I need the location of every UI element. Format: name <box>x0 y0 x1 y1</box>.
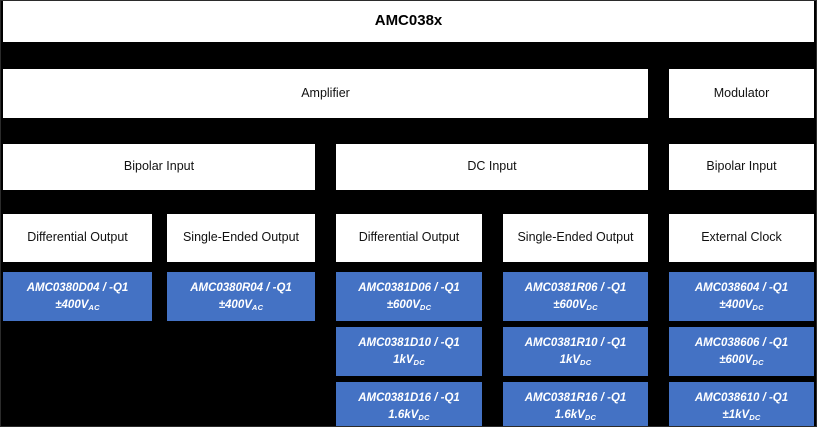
part-number: AMC0381R06 / -Q1 <box>524 282 627 295</box>
block-single-ended-output-1[interactable]: Single-Ended Output <box>167 214 315 262</box>
part-rating-subscript: DC <box>752 302 764 312</box>
part-rating-subscript: DC <box>419 302 432 312</box>
block-amplifier[interactable]: Amplifier <box>3 69 648 118</box>
part-rating-subscript: DC <box>418 412 430 422</box>
part-number: AMC0381R10 / -Q1 <box>524 337 627 350</box>
part-rating: ±400VDC <box>719 298 764 312</box>
part-card[interactable]: AMC0381R10 / -Q1 1kVDC <box>503 327 648 376</box>
part-rating-subscript: AC <box>251 302 264 312</box>
part-rating: ±1kVDC <box>722 408 761 422</box>
block-differential-output-2[interactable]: Differential Output <box>336 214 482 262</box>
part-number: AMC0381D06 / -Q1 <box>358 282 460 295</box>
block-bipolar-input-left-label: Bipolar Input <box>123 159 195 174</box>
part-rating: 1.6kVDC <box>554 408 597 422</box>
block-modulator[interactable]: Modulator <box>669 69 814 118</box>
block-differential-output-2-label: Differential Output <box>358 230 460 245</box>
diagram-title-text: AMC038x <box>374 12 443 30</box>
part-rating-subscript: DC <box>749 412 761 422</box>
part-number: AMC038610 / -Q1 <box>694 392 789 405</box>
block-differential-output-1-label: Differential Output <box>27 230 128 245</box>
part-rating-subscript: DC <box>580 357 592 367</box>
part-rating-subscript: DC <box>752 357 764 367</box>
part-number: AMC0380R04 / -Q1 <box>190 282 292 295</box>
diagram-title: AMC038x <box>3 1 814 42</box>
block-bipolar-input-right[interactable]: Bipolar Input <box>669 144 814 190</box>
block-amplifier-label: Amplifier <box>301 85 350 100</box>
block-single-ended-output-2[interactable]: Single-Ended Output <box>503 214 648 262</box>
part-card[interactable]: AMC0381D06 / -Q1 ±600VDC <box>336 272 482 321</box>
part-rating: ±600VDC <box>553 298 598 312</box>
block-dc-input[interactable]: DC Input <box>336 144 648 190</box>
part-card[interactable]: AMC038604 / -Q1 ±400VDC <box>669 272 814 321</box>
part-number: AMC038604 / -Q1 <box>694 282 789 295</box>
part-card[interactable]: AMC0380D04 / -Q1 ±400VAC <box>3 272 152 321</box>
part-rating: ±600VDC <box>386 298 432 312</box>
block-dc-input-label: DC Input <box>467 159 517 174</box>
part-card[interactable]: AMC0380R04 / -Q1 ±400VAC <box>167 272 315 321</box>
part-rating-subscript: DC <box>586 302 598 312</box>
part-number: AMC038606 / -Q1 <box>694 337 789 350</box>
part-number: AMC0380D04 / -Q1 <box>26 282 129 295</box>
part-rating: 1.6kVDC <box>388 408 430 422</box>
part-rating: ±400VAC <box>218 298 264 312</box>
part-rating: ±600VDC <box>719 353 764 367</box>
part-rating-subscript: AC <box>88 302 100 312</box>
part-card[interactable]: AMC038606 / -Q1 ±600VDC <box>669 327 814 376</box>
part-card[interactable]: AMC038610 / -Q1 ±1kVDC <box>669 382 814 426</box>
part-number: AMC0381D16 / -Q1 <box>358 392 460 405</box>
part-card[interactable]: AMC0381R16 / -Q1 1.6kVDC <box>503 382 648 426</box>
part-number: AMC0381R16 / -Q1 <box>524 392 627 405</box>
block-external-clock[interactable]: External Clock <box>669 214 814 262</box>
part-card[interactable]: AMC0381D16 / -Q1 1.6kVDC <box>336 382 482 426</box>
block-single-ended-output-2-label: Single-Ended Output <box>517 230 634 245</box>
block-bipolar-input-right-label: Bipolar Input <box>706 159 777 174</box>
block-single-ended-output-1-label: Single-Ended Output <box>182 230 300 245</box>
part-card[interactable]: AMC0381R06 / -Q1 ±600VDC <box>503 272 648 321</box>
part-rating: 1kVDC <box>393 353 425 367</box>
part-rating: ±400VAC <box>55 298 100 312</box>
part-rating: 1kVDC <box>559 353 592 367</box>
part-rating-subscript: DC <box>413 357 425 367</box>
block-external-clock-label: External Clock <box>701 230 782 245</box>
block-differential-output-1[interactable]: Differential Output <box>3 214 152 262</box>
block-bipolar-input-left[interactable]: Bipolar Input <box>3 144 315 190</box>
block-modulator-label: Modulator <box>713 85 770 100</box>
part-card[interactable]: AMC0381D10 / -Q1 1kVDC <box>336 327 482 376</box>
part-rating-subscript: DC <box>584 412 597 422</box>
part-number: AMC0381D10 / -Q1 <box>358 337 460 350</box>
